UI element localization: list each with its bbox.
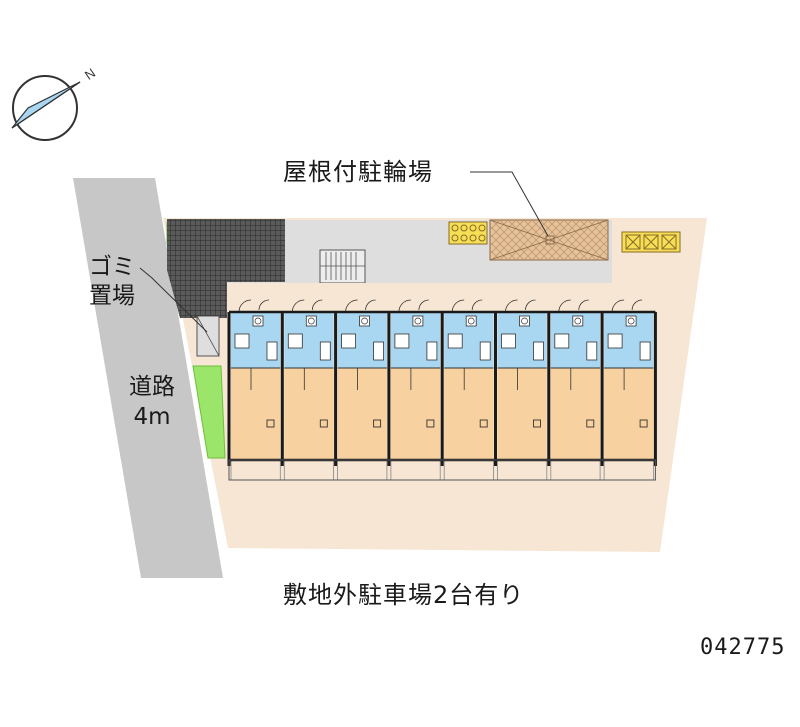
unit-toilet-fixture (412, 315, 424, 327)
compass-icon: N (11, 65, 98, 141)
unit-door-arc (345, 299, 358, 313)
unit-balcony (497, 459, 548, 481)
corridor (229, 283, 655, 312)
unit-room (604, 368, 654, 460)
unit-door-arc (505, 299, 518, 313)
stairs (319, 249, 366, 284)
unit-room (231, 368, 281, 460)
road-label: 道路 4m (122, 372, 182, 432)
garbage-label-leader (139, 267, 208, 333)
unit-toilet-fixture (305, 315, 317, 327)
unit-room (337, 368, 387, 460)
unit-kitchen-fixture (586, 341, 598, 361)
road (73, 178, 223, 578)
unit-window-mark (373, 419, 382, 428)
unit-room (444, 368, 494, 460)
apartment-unit (387, 299, 441, 481)
unit-window-mark (426, 419, 435, 428)
unit-door-arc (398, 299, 411, 313)
apartment-building (227, 283, 657, 483)
unit-room (497, 368, 547, 460)
unit-window-mark (266, 419, 275, 428)
offsite-parking-label: 敷地外駐車場2台有り (283, 581, 525, 609)
unit-balcony (283, 459, 334, 481)
unit-toilet-fixture (359, 315, 371, 327)
unit-room (550, 368, 601, 460)
garbage-area-label: ゴミ 置場 (82, 253, 142, 311)
unit-door-arc (291, 299, 305, 313)
unit-bath-fixture (341, 333, 357, 349)
unit-bath-fixture (554, 333, 570, 349)
unit-toilet-fixture (252, 315, 264, 327)
unit-door-arc (611, 299, 625, 313)
unit-window-mark (586, 419, 595, 428)
unit-balcony (443, 459, 494, 481)
unit-balcony (337, 459, 388, 481)
unit-door-arc (558, 299, 571, 313)
unit-window-mark (479, 419, 488, 428)
unit-toilet-fixture (519, 315, 530, 327)
unit-bath-fixture (501, 333, 516, 349)
unit-kitchen-fixture (373, 341, 385, 361)
unit-door-arc (451, 299, 465, 313)
unit-kitchen-fixture (479, 341, 491, 361)
unit-kitchen-fixture (639, 341, 651, 361)
unit-bath-fixture (394, 333, 410, 349)
unit-kitchen-fixture (266, 341, 278, 361)
unit-toilet-fixture (465, 315, 477, 327)
apartment-unit (440, 299, 494, 481)
garbage-label-line-2: 置場 (89, 283, 135, 309)
unit-kitchen-fixture (533, 341, 544, 361)
bicycle-mark-group-right (621, 231, 681, 253)
apartment-unit (227, 299, 281, 481)
apartment-unit (600, 299, 654, 481)
apartment-unit (494, 299, 548, 481)
property-code: 042775 (700, 635, 786, 660)
unit-balcony (230, 459, 281, 481)
apartment-unit (547, 299, 601, 481)
unit-bath-fixture (607, 333, 623, 349)
unit-bath-fixture (287, 333, 303, 349)
roof-label-leader (470, 171, 549, 237)
garbage-label-line-1: ゴミ (89, 254, 135, 280)
green-area-left (192, 365, 226, 459)
unit-window-mark (319, 419, 328, 428)
unit-toilet-fixture (572, 315, 584, 327)
road-label-line-1: 道路 (129, 374, 175, 400)
bicycle-mark-group-left (448, 221, 488, 245)
unit-bath-fixture (447, 333, 463, 349)
unit-toilet-fixture (625, 315, 637, 327)
unit-room (284, 368, 334, 460)
road-label-line-2: 4m (133, 404, 171, 430)
unit-window-mark (533, 419, 541, 428)
unit-door-arc (238, 299, 252, 313)
unit-room (390, 368, 441, 460)
unit-window-mark (639, 419, 648, 428)
unit-kitchen-fixture (426, 341, 438, 361)
apartment-unit (334, 299, 388, 481)
unit-balcony (603, 459, 654, 481)
compass-north-label: N (82, 65, 98, 83)
unit-balcony (550, 459, 601, 481)
unit-kitchen-fixture (319, 341, 331, 361)
balcony-outline (228, 459, 656, 481)
roof-bicycle-parking-label: 屋根付駐輪場 (283, 158, 433, 186)
hatched-paving (167, 219, 285, 318)
unit-bath-fixture (234, 333, 250, 349)
apartment-unit (280, 299, 334, 481)
unit-balcony (390, 459, 441, 481)
